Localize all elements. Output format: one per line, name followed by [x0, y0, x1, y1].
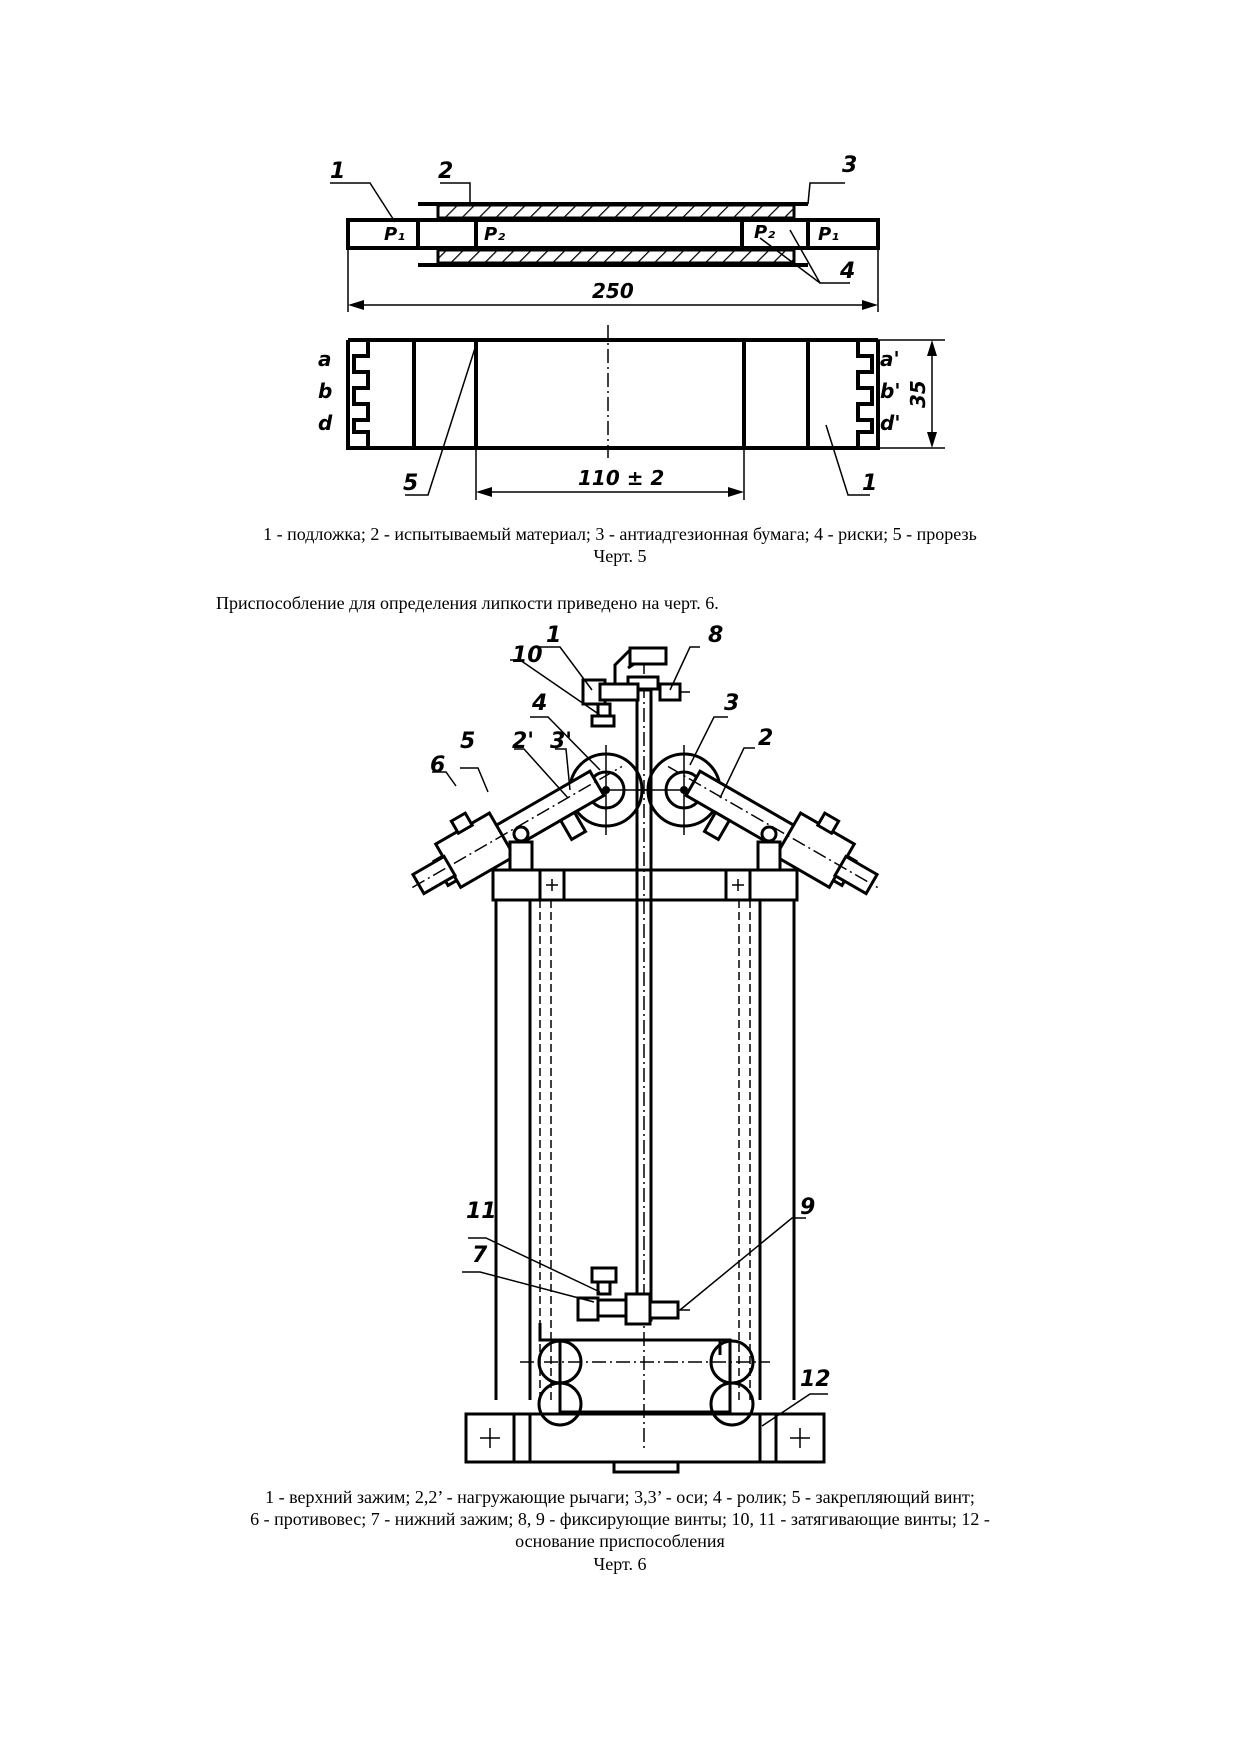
- fig6-support-right: [756, 840, 782, 872]
- fig5-label-a-prime: a': [880, 347, 900, 371]
- fig5-label-2: 2: [438, 159, 453, 184]
- fig6-columns: [494, 900, 796, 1400]
- fig6-legend-line-2: 6 - противовес; 7 - нижний зажим; 8, 9 -…: [250, 1509, 990, 1529]
- fig6-legend-line-3: основание приспособления: [515, 1531, 725, 1551]
- intro-paragraph: Приспособление для определения липкости …: [216, 593, 719, 613]
- fig6-label-8: 8: [708, 623, 723, 648]
- fig5-dimension-35: 35: [906, 380, 930, 408]
- fig6-top-crossbar: [491, 868, 799, 902]
- fig6-base-plate: [464, 1412, 826, 1474]
- fig6-label-1: 1: [546, 623, 561, 648]
- fig5-legend: 1 - подложка; 2 - испытываемый материал;…: [263, 524, 977, 544]
- figure-6-drawing: 1 10 8 4 3 5 2' 3' 2 6 11 7 9 12: [410, 623, 880, 1474]
- fig6-label-12: 12: [800, 1367, 831, 1392]
- fig6-label-11: 11: [466, 1199, 497, 1224]
- fig5-title: Черт. 5: [593, 546, 647, 566]
- figure-5-drawing: 1 2 3 4 P₁ P₂ P₂ P₁ 250: [318, 153, 945, 500]
- fig6-label-3-prime: 3': [550, 729, 572, 754]
- fig6-base-assembly: [520, 1338, 770, 1427]
- fig5-label-4: 4: [839, 259, 855, 284]
- fig5-dimension-250: 250: [592, 279, 634, 303]
- fig6-label-9: 9: [800, 1195, 815, 1220]
- fig5-label-b: b: [318, 379, 332, 403]
- fig6-label-4: 4: [531, 691, 547, 716]
- fig5-label-d: d: [318, 411, 333, 435]
- fig5-label-3: 3: [842, 153, 857, 178]
- fig6-label-2: 2: [758, 726, 773, 751]
- fig5-label-a: a: [318, 347, 332, 371]
- fig5-dimension-110: 110 ± 2: [578, 466, 664, 490]
- fig6-label-7: 7: [472, 1243, 488, 1268]
- fig5-label-p1-right: P₁: [818, 224, 839, 245]
- fig6-support-left: [508, 840, 534, 872]
- fig5-plan-view: [346, 325, 945, 500]
- fig5-side-view: [330, 182, 880, 312]
- fig6-label-10: 10: [512, 643, 543, 668]
- fig6-leader-lines: [432, 646, 828, 1427]
- fig5-label-5: 5: [403, 471, 418, 496]
- fig5-label-1-bottom: 1: [862, 471, 877, 496]
- fig5-label-b-prime: b': [880, 379, 900, 403]
- fig6-label-2-prime: 2': [512, 729, 534, 754]
- fig6-label-3: 3: [724, 691, 739, 716]
- fig5-label-p2-right: P₂: [754, 222, 775, 243]
- fig5-label-1-top: 1: [330, 159, 345, 184]
- fig6-legend-line-1: 1 - верхний зажим; 2,2’ - нагружающие ры…: [265, 1487, 975, 1507]
- fig6-label-6: 6: [430, 753, 445, 778]
- fig6-upper-clamp: [581, 646, 690, 728]
- fig6-title: Черт. 6: [593, 1554, 647, 1574]
- fig5-label-p2-left: P₂: [484, 224, 505, 245]
- fig5-label-d-prime: d': [880, 411, 900, 435]
- fig6-lower-clamp: [538, 1266, 722, 1355]
- fig6-label-5: 5: [460, 729, 475, 754]
- fig5-label-p1-left: P₁: [384, 224, 405, 245]
